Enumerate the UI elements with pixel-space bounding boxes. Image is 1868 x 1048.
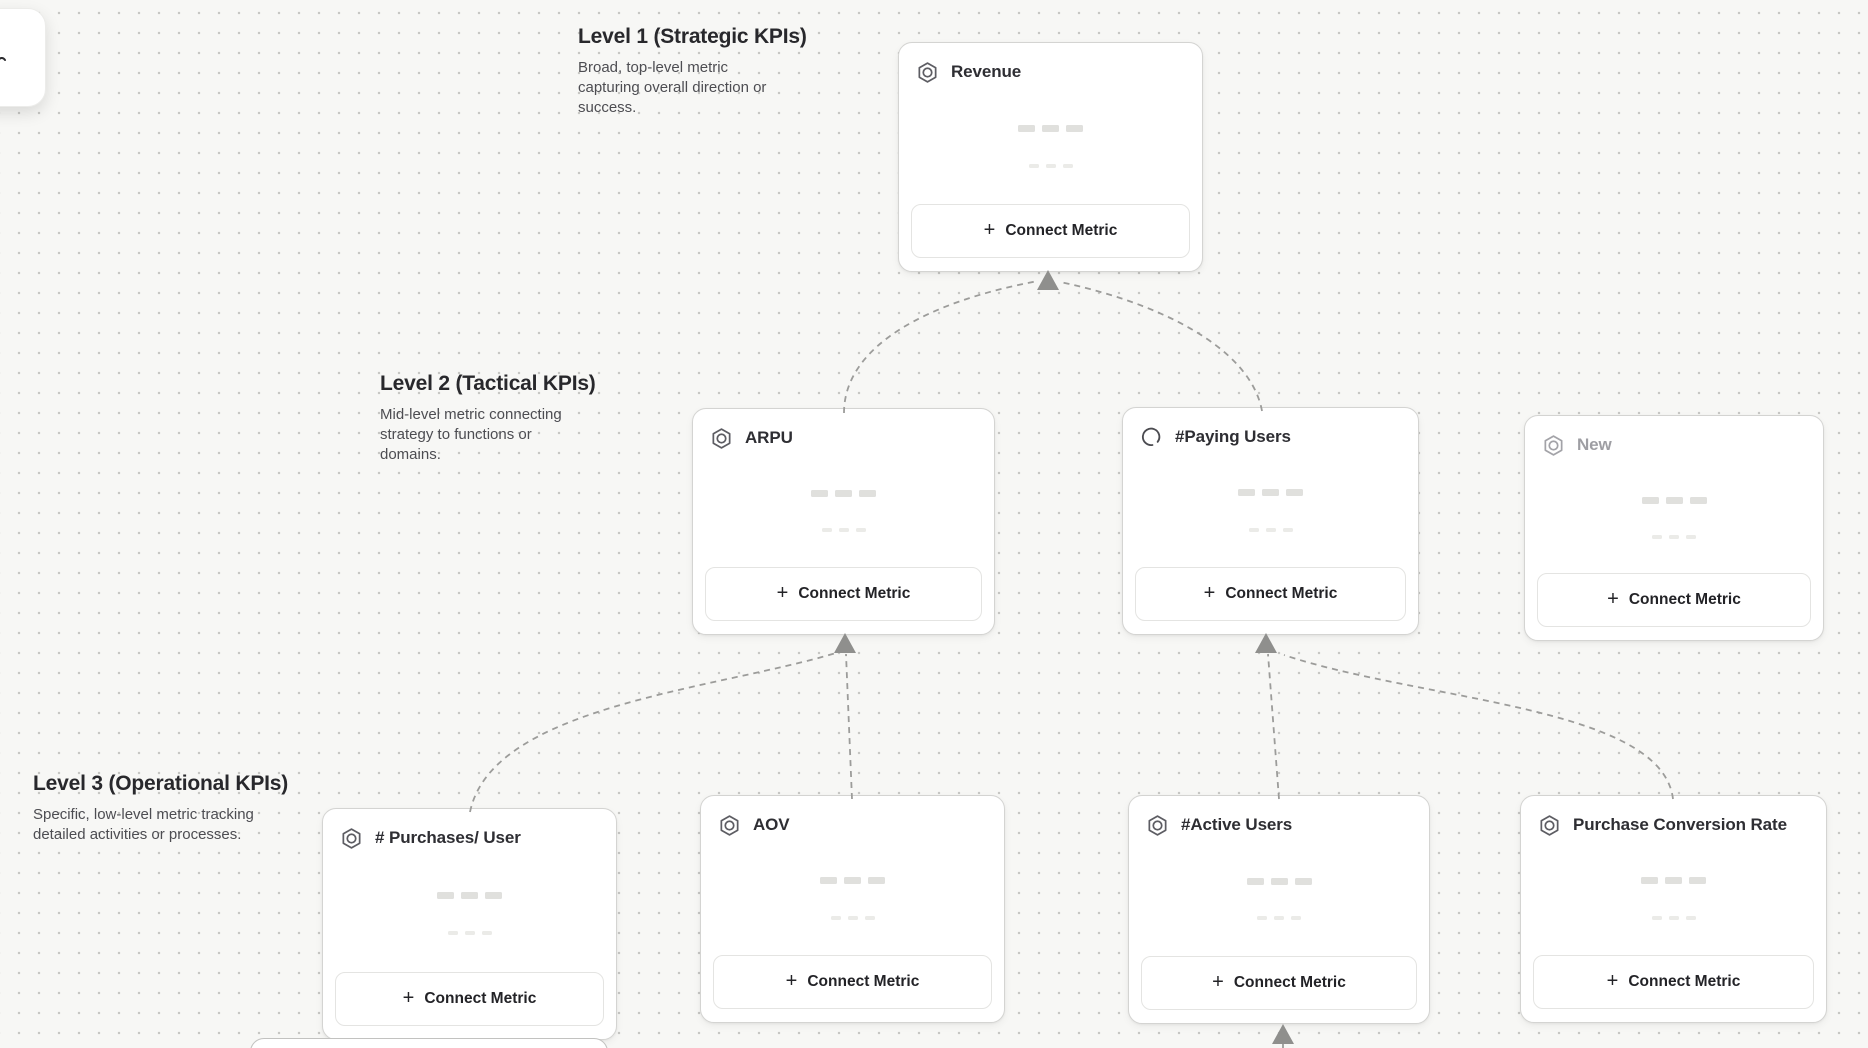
- connect-metric-label: Connect Metric: [424, 990, 537, 1007]
- plus-icon: +: [776, 582, 789, 604]
- plus-icon: +: [1212, 971, 1224, 993]
- metric-card-paying-users[interactable]: #Paying Users + Connect Metric: [1122, 407, 1419, 635]
- metric-preview-skeleton: [1129, 916, 1429, 921]
- connect-metric-label: Connect Metric: [1225, 585, 1338, 602]
- card-header: #Paying Users: [1139, 425, 1404, 449]
- connect-metric-label: Connect Metric: [1233, 974, 1346, 991]
- hexagon-icon: [915, 60, 939, 84]
- toolbar-panel-fragment[interactable]: [0, 8, 46, 107]
- card-header: Purchase Conversion Rate: [1537, 813, 1812, 837]
- metric-preview-skeleton: [1123, 527, 1418, 532]
- card-header: #Active Users: [1145, 813, 1415, 837]
- metric-preview-skeleton: [701, 877, 1004, 885]
- metric-preview-skeleton: [899, 125, 1202, 133]
- connect-metric-label: Connect Metric: [1005, 222, 1118, 239]
- hexagon-icon: [1541, 433, 1565, 457]
- level-3-label: Level 3 (Operational KPIs) Specific, low…: [33, 772, 288, 845]
- level-1-title: Level 1 (Strategic KPIs): [578, 25, 807, 48]
- connect-metric-label: Connect Metric: [798, 585, 911, 602]
- metric-card-new[interactable]: New + Connect Metric: [1524, 415, 1824, 641]
- metric-preview-skeleton: [1129, 877, 1429, 885]
- card-title: Revenue: [951, 62, 1022, 81]
- connector-arrowhead-arpu: [834, 633, 856, 653]
- level-2-description: Mid-level metric connecting strategy to …: [380, 406, 562, 463]
- connector-arrowhead-revenue: [1037, 270, 1059, 290]
- metric-card-purchase-conversion-rate[interactable]: Purchase Conversion Rate + Connect Metri…: [1520, 795, 1827, 1023]
- metric-preview-skeleton: [1123, 489, 1418, 497]
- connector-arrowhead-activeusers: [1272, 1024, 1294, 1044]
- metric-card-active-users[interactable]: #Active Users + Connect Metric: [1128, 795, 1430, 1024]
- metric-preview-skeleton: [701, 915, 1004, 920]
- connector-edge-aov-arpu: [845, 653, 853, 800]
- connector-edge-purchases-arpu: [469, 652, 837, 813]
- connect-metric-button[interactable]: + Connect Metric: [705, 567, 982, 621]
- card-title: #Paying Users: [1175, 427, 1291, 446]
- metric-preview-skeleton: [323, 891, 616, 899]
- level-3-title: Level 3 (Operational KPIs): [33, 772, 289, 795]
- connector-arrowhead-payingusers: [1255, 633, 1277, 653]
- connect-metric-button[interactable]: + Connect Metric: [1533, 955, 1814, 1009]
- connect-metric-button[interactable]: + Connect Metric: [1135, 567, 1406, 621]
- metric-preview-skeleton: [693, 490, 994, 497]
- metric-card-aov[interactable]: AOV + Connect Metric: [700, 795, 1005, 1023]
- metric-card-purchases-per-user[interactable]: # Purchases/ User + Connect Metric: [322, 808, 617, 1040]
- card-title: AOV: [753, 815, 790, 834]
- connect-metric-button[interactable]: + Connect Metric: [1141, 956, 1417, 1010]
- connector-edge-activeusers-payingusers: [1267, 653, 1280, 800]
- connect-metric-button[interactable]: + Connect Metric: [1537, 573, 1811, 627]
- connect-metric-button[interactable]: + Connect Metric: [335, 972, 604, 1026]
- level-1-label: Level 1 (Strategic KPIs) Broad, top-leve…: [578, 25, 807, 118]
- metric-preview-skeleton: [1525, 534, 1823, 539]
- card-header: AOV: [717, 813, 990, 837]
- hexagon-icon: [1145, 813, 1169, 837]
- plus-icon: +: [402, 987, 415, 1009]
- card-header: # Purchases/ User: [339, 826, 602, 850]
- hexagon-icon: [709, 426, 733, 450]
- level-1-description: Broad, top-level metric capturing overal…: [578, 59, 767, 116]
- plus-icon: +: [785, 970, 798, 992]
- metric-card-partial-bottom[interactable]: [250, 1038, 608, 1048]
- hexagon-icon: [339, 826, 363, 850]
- metric-card-arpu[interactable]: ARPU + Connect Metric: [692, 408, 995, 635]
- connect-metric-label: Connect Metric: [807, 973, 920, 990]
- card-title: New: [1577, 435, 1612, 454]
- connect-metric-button[interactable]: + Connect Metric: [911, 204, 1190, 258]
- metric-preview-skeleton: [899, 163, 1202, 168]
- spinner-icon: [1139, 425, 1163, 449]
- hexagon-icon: [717, 813, 741, 837]
- card-title: Purchase Conversion Rate: [1573, 815, 1787, 834]
- card-title: ARPU: [745, 428, 793, 447]
- card-header: ARPU: [709, 426, 980, 450]
- level-2-label: Level 2 (Tactical KPIs) Mid-level metric…: [380, 372, 596, 465]
- cursor-icon: [0, 56, 6, 61]
- card-header: New: [1541, 433, 1809, 457]
- metric-preview-skeleton: [693, 528, 994, 533]
- card-title: # Purchases/ User: [375, 828, 521, 847]
- hexagon-icon: [1537, 813, 1561, 837]
- plus-icon: +: [1606, 970, 1619, 992]
- connect-metric-button[interactable]: + Connect Metric: [713, 955, 992, 1009]
- plus-icon: +: [983, 219, 996, 241]
- level-2-title: Level 2 (Tactical KPIs): [380, 372, 596, 395]
- metric-preview-skeleton: [1521, 877, 1826, 885]
- plus-icon: +: [1203, 582, 1216, 604]
- level-3-description: Specific, low-level metric tracking deta…: [33, 806, 254, 843]
- card-title: #Active Users: [1181, 815, 1293, 834]
- plus-icon: +: [1607, 588, 1619, 610]
- connector-edge-pcr-payingusers: [1283, 654, 1674, 800]
- connect-metric-label: Connect Metric: [1628, 591, 1741, 608]
- card-header: Revenue: [915, 60, 1188, 84]
- metric-preview-skeleton: [323, 930, 616, 935]
- connect-metric-label: Connect Metric: [1628, 973, 1741, 990]
- metric-preview-skeleton: [1525, 496, 1823, 504]
- metric-card-revenue[interactable]: Revenue + Connect Metric: [898, 42, 1203, 272]
- connector-edge-payingusers-revenue: [1059, 281, 1263, 412]
- metric-preview-skeleton: [1521, 915, 1826, 920]
- connector-edge-arpu-revenue: [843, 280, 1039, 414]
